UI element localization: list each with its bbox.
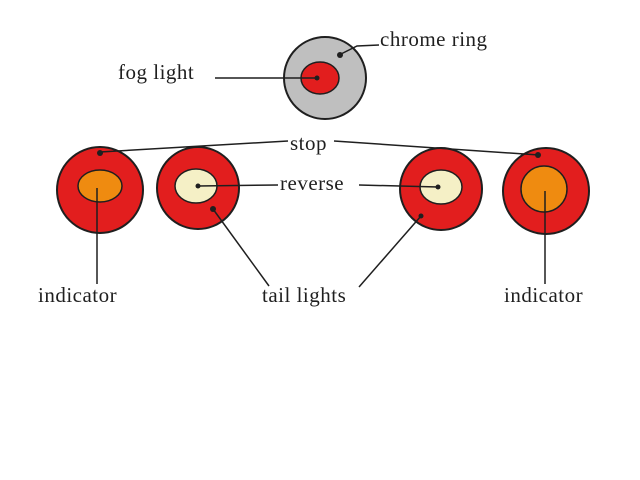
indicator-right-shape xyxy=(520,165,568,213)
reverse-pointer-dot-left xyxy=(195,183,201,189)
reverse-pointer-line-right xyxy=(358,184,439,188)
chrome-ring-pointer-line xyxy=(340,44,380,55)
reverse-pointer-dot-right xyxy=(435,184,441,190)
tail-lights-pointer-line-right xyxy=(358,215,422,288)
tail-lights-pointer-line-left xyxy=(212,208,270,287)
reverse-label: reverse xyxy=(280,171,345,195)
indicator-left-shape xyxy=(77,169,123,203)
stop-pointer-line-right xyxy=(333,140,540,156)
fog-light-label: fog light xyxy=(118,60,195,84)
stop-pointer-dot-right xyxy=(535,152,541,158)
chrome-ring-pointer-dot xyxy=(337,52,343,58)
reverse-pointer-line-left xyxy=(197,184,279,187)
stop-pointer-dot-left xyxy=(97,150,103,156)
chrome-ring-label: chrome ring xyxy=(380,27,488,51)
fog-light-pointer-dot xyxy=(314,75,320,81)
indicator-left-label: indicator xyxy=(38,283,118,307)
tail-lights-label: tail lights xyxy=(262,283,347,307)
stop-label: stop xyxy=(290,131,328,155)
tail-lights-pointer-dot-right xyxy=(418,213,424,219)
tail-lights-pointer-dot-left xyxy=(210,206,216,212)
indicator-right-label: indicator xyxy=(504,283,584,307)
stop-pointer-line-left xyxy=(99,140,289,153)
